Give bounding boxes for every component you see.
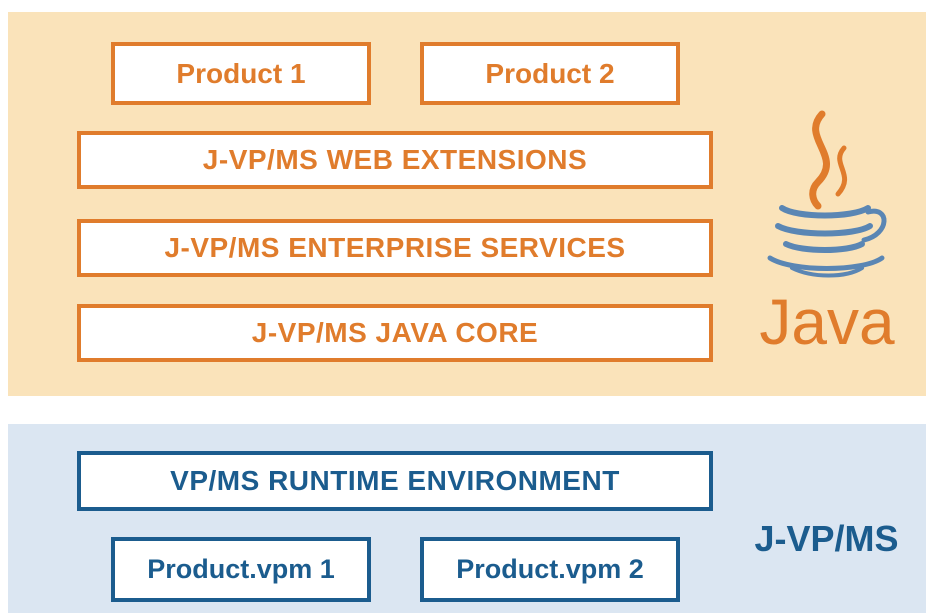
java-core-label: J-VP/MS JAVA CORE	[251, 317, 539, 348]
j-vpms-label: J-VP/MS	[754, 518, 899, 559]
product-vpm-2-box: Product.vpm 2	[420, 537, 680, 602]
java-logo-text: Java	[759, 286, 895, 358]
web-extensions-box: J-VP/MS WEB EXTENSIONS	[77, 131, 713, 189]
product-1-box: Product 1	[111, 42, 371, 105]
product-vpm-2-label: Product.vpm 2	[456, 554, 644, 584]
web-extensions-label: J-VP/MS WEB EXTENSIONS	[202, 144, 588, 175]
java-core-box: J-VP/MS JAVA CORE	[77, 304, 713, 362]
product-1-label: Product 1	[176, 57, 306, 89]
product-2-label: Product 2	[485, 57, 615, 89]
runtime-environment-label: VP/MS RUNTIME ENVIRONMENT	[170, 465, 620, 496]
enterprise-services-label: J-VP/MS ENTERPRISE SERVICES	[164, 232, 626, 263]
runtime-environment-box: VP/MS RUNTIME ENVIRONMENT	[77, 451, 713, 511]
java-logo-icon: Java	[759, 110, 895, 358]
enterprise-services-box: J-VP/MS ENTERPRISE SERVICES	[77, 219, 713, 277]
product-vpm-1-label: Product.vpm 1	[147, 554, 335, 584]
product-2-box: Product 2	[420, 42, 680, 105]
product-vpm-1-box: Product.vpm 1	[111, 537, 371, 602]
